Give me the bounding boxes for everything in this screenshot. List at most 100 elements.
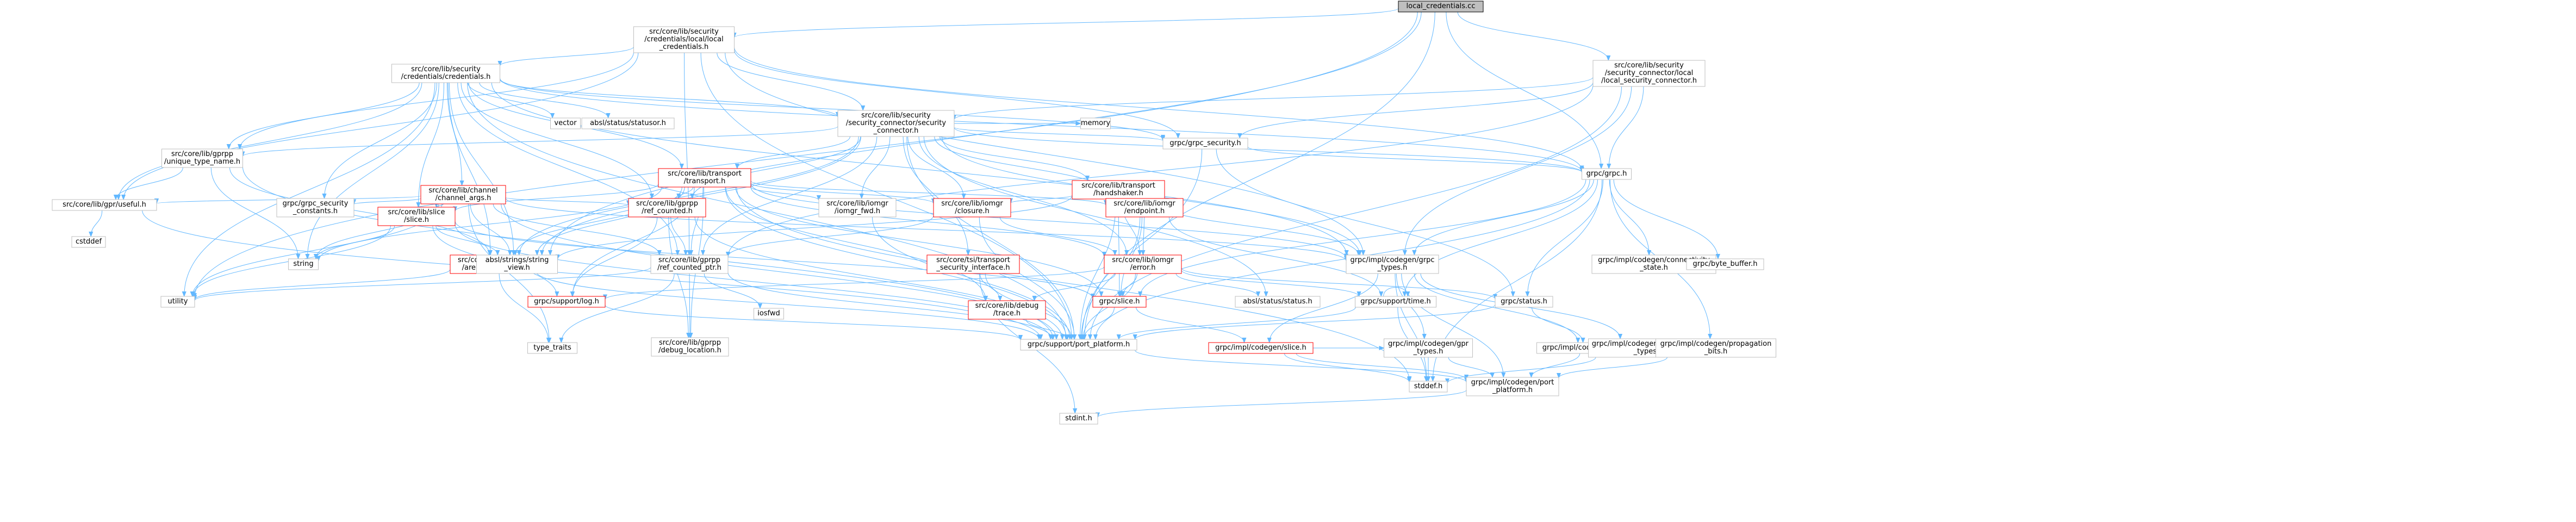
node-local-security-connector-h[interactable]: src/core/lib/security/security_connector… [1592,60,1706,87]
node-box[interactable] [926,254,1020,274]
node-box[interactable] [968,300,1046,320]
edge-endpoint-h-to-time-h [1168,216,1381,296]
node-box[interactable] [476,254,558,274]
node-box[interactable] [1020,339,1137,351]
node-ref-counted-ptr-h[interactable]: src/core/lib/gprpp/ref_counted_ptr.h [650,254,729,274]
node-box[interactable] [651,337,729,357]
node-label-line: src/core/lib/gprpp [171,150,233,158]
node-statusor-h[interactable]: absl/status/statusor.h [581,117,675,129]
node-box[interactable] [1235,296,1321,308]
node-time-h[interactable]: grpc/support/time.h [1355,296,1436,308]
node-box[interactable] [658,168,751,188]
node-box[interactable] [52,199,157,211]
node-box[interactable] [1656,338,1776,358]
node-box[interactable] [1059,413,1098,425]
node-local-credentials-h[interactable]: src/core/lib/security/credentials/local/… [633,26,735,53]
node-box[interactable] [581,117,675,129]
node-security-connector-h[interactable]: src/core/lib/security/security_connector… [837,110,955,137]
node-port-platform-h[interactable]: grpc/support/port_platform.h [1020,339,1137,351]
node-box[interactable] [288,258,319,270]
node-box[interactable] [1495,296,1553,308]
node-box[interactable] [818,198,897,217]
node-box[interactable] [1384,338,1473,358]
node-gpr-types-h[interactable]: grpc/impl/codegen/gpr_types.h [1384,338,1473,358]
node-box[interactable] [628,198,706,217]
node-box[interactable] [1355,296,1436,308]
node-box[interactable] [1208,342,1314,354]
node-box[interactable] [527,342,577,354]
node-box[interactable] [1466,377,1559,396]
node-box[interactable] [1592,60,1706,87]
node-trace-h[interactable]: src/core/lib/debug/trace.h [968,300,1046,320]
node-vector[interactable]: vector [550,117,581,129]
node-box[interactable] [650,254,729,274]
node-codegen-port-platform-h[interactable]: grpc/impl/codegen/port_platform.h [1466,377,1559,396]
node-cstddef[interactable]: cstddef [71,236,106,248]
node-string-view-h[interactable]: absl/strings/string_view.h [476,254,558,274]
node-box[interactable] [1080,117,1111,129]
edge-security-connector-h-to-string-view-h [542,136,861,255]
node-label-line: /credentials/credentials.h [401,73,491,81]
node-error-h[interactable]: src/core/lib/iomgr/error.h [1104,254,1182,274]
edge-local-security-connector-h-to-grpc-types-h [1405,86,1632,255]
node-local-credentials-cc[interactable]: local_credentials.cc [1398,1,1484,13]
node-label-line: grpc/impl/codegen/gpr [1388,340,1469,348]
node-box[interactable] [71,236,106,248]
node-byte-buffer-h[interactable]: grpc/byte_buffer.h [1686,258,1764,270]
node-closure-h[interactable]: src/core/lib/iomgr/closure.h [933,198,1011,217]
node-box[interactable] [1582,168,1632,180]
node-box[interactable] [633,26,735,53]
node-security-interface-h[interactable]: src/core/tsi/transport_security_interfac… [926,254,1020,274]
node-type-traits[interactable]: type_traits [527,342,577,354]
node-grpc-slice-h[interactable]: grpc/slice.h [1092,296,1147,308]
node-slice-slice-h[interactable]: src/core/lib/slice/slice.h [377,207,456,226]
node-box[interactable] [1104,254,1182,274]
node-memory[interactable]: memory [1080,117,1111,129]
node-box[interactable] [527,296,606,308]
node-box[interactable] [1346,254,1439,274]
node-absl-status-h[interactable]: absl/status/status.h [1235,296,1321,308]
node-debug-location-h[interactable]: src/core/lib/gprpp/debug_location.h [651,337,729,357]
node-endpoint-h[interactable]: src/core/lib/iomgr/endpoint.h [1105,198,1184,217]
node-string[interactable]: string [288,258,319,270]
node-utility[interactable]: utility [160,296,195,308]
node-box[interactable] [837,110,955,137]
node-iomgr-fwd-h[interactable]: src/core/lib/iomgr/iomgr_fwd.h [818,198,897,217]
node-credentials-h[interactable]: src/core/lib/security/credentials/creden… [391,64,500,83]
edge-grpc-types-h-to-codegen-slice-h [1270,273,1378,343]
node-grpc-h[interactable]: grpc/grpc.h [1582,168,1632,180]
node-grpc-types-h[interactable]: grpc/impl/codegen/grpc_types.h [1346,254,1439,274]
node-box[interactable] [1686,258,1764,270]
node-unique-type-name-h[interactable]: src/core/lib/gprpp/unique_type_name.h [161,148,243,168]
node-useful-h[interactable]: src/core/lib/gpr/useful.h [52,199,157,211]
node-box[interactable] [550,117,581,129]
node-box[interactable] [1409,381,1448,393]
node-grpc-security-h[interactable]: grpc/grpc_security.h [1162,138,1248,150]
node-grpc-security-constants-h[interactable]: grpc/grpc_security_constants.h [276,198,354,217]
node-box[interactable] [1162,138,1248,150]
node-box[interactable] [1072,180,1165,200]
node-transport-h[interactable]: src/core/lib/transport/transport.h [658,168,751,188]
edge-time-h-to-port-platform-h [1119,307,1356,340]
node-log-h[interactable]: grpc/support/log.h [527,296,606,308]
node-box[interactable] [933,198,1011,217]
node-handshaker-h[interactable]: src/core/lib/transport/handshaker.h [1072,180,1165,200]
node-grpc-status-h[interactable]: grpc/status.h [1495,296,1553,308]
node-box[interactable] [1105,198,1184,217]
node-box[interactable] [754,308,784,320]
node-box[interactable] [1398,1,1484,13]
node-ref-counted-h[interactable]: src/core/lib/gprpp/ref_counted.h [628,198,706,217]
node-box[interactable] [276,198,354,217]
node-box[interactable] [1092,296,1147,308]
node-box[interactable] [377,207,456,226]
node-channel-args-h[interactable]: src/core/lib/channel/channel_args.h [420,185,506,204]
node-stdint-h[interactable]: stdint.h [1059,413,1098,425]
node-stddef-h[interactable]: stddef.h [1409,381,1448,393]
node-iosfwd[interactable]: iosfwd [754,308,784,320]
node-box[interactable] [391,64,500,83]
node-box[interactable] [161,148,243,168]
node-box[interactable] [420,185,506,204]
node-propagation-bits-h[interactable]: grpc/impl/codegen/propagation_bits.h [1656,338,1776,358]
node-box[interactable] [160,296,195,308]
node-codegen-slice-h[interactable]: grpc/impl/codegen/slice.h [1208,342,1314,354]
